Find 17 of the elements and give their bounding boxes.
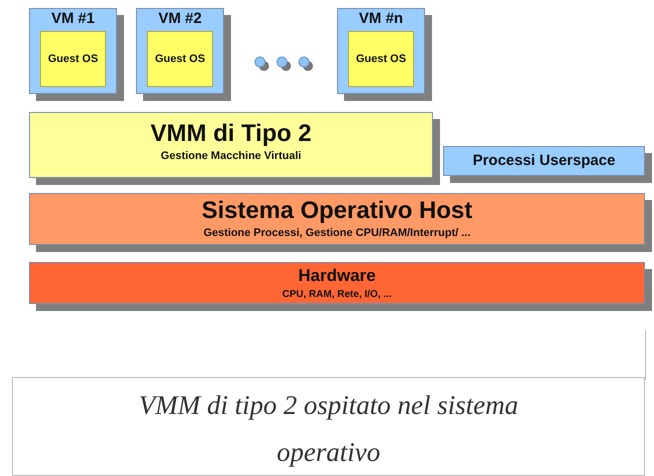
guest-os-box (40, 31, 106, 87)
layer-title: VM #1 (51, 11, 95, 28)
layer-subtitle: CPU, RAM, Rete, I/O, ... (282, 288, 392, 300)
layer-title: VMM di Tipo 2 (150, 121, 312, 148)
layer-title: Sistema Operativo Host (202, 198, 472, 224)
layer-title: VM #2 (158, 11, 202, 28)
layer-subtitle: Gestione Macchine Virtuali (160, 150, 302, 162)
layer-title: Processi Userspace (472, 152, 616, 170)
guest-os-box (147, 31, 213, 87)
layer-title: VM #n (358, 11, 404, 28)
layer-subtitle: Gestione Processi, Gestione CPU/RAM/Interrupt/ ... (203, 227, 471, 240)
layer-title: Guest OS (356, 52, 406, 66)
guest-os-box (348, 31, 414, 87)
layer-title: Guest OS (154, 52, 206, 66)
layer-title: Guest OS (48, 52, 98, 66)
layer-title: Hardware (298, 267, 376, 286)
caption: VMM di tipo 2 ospitato nel sistema operativo (12, 377, 645, 476)
